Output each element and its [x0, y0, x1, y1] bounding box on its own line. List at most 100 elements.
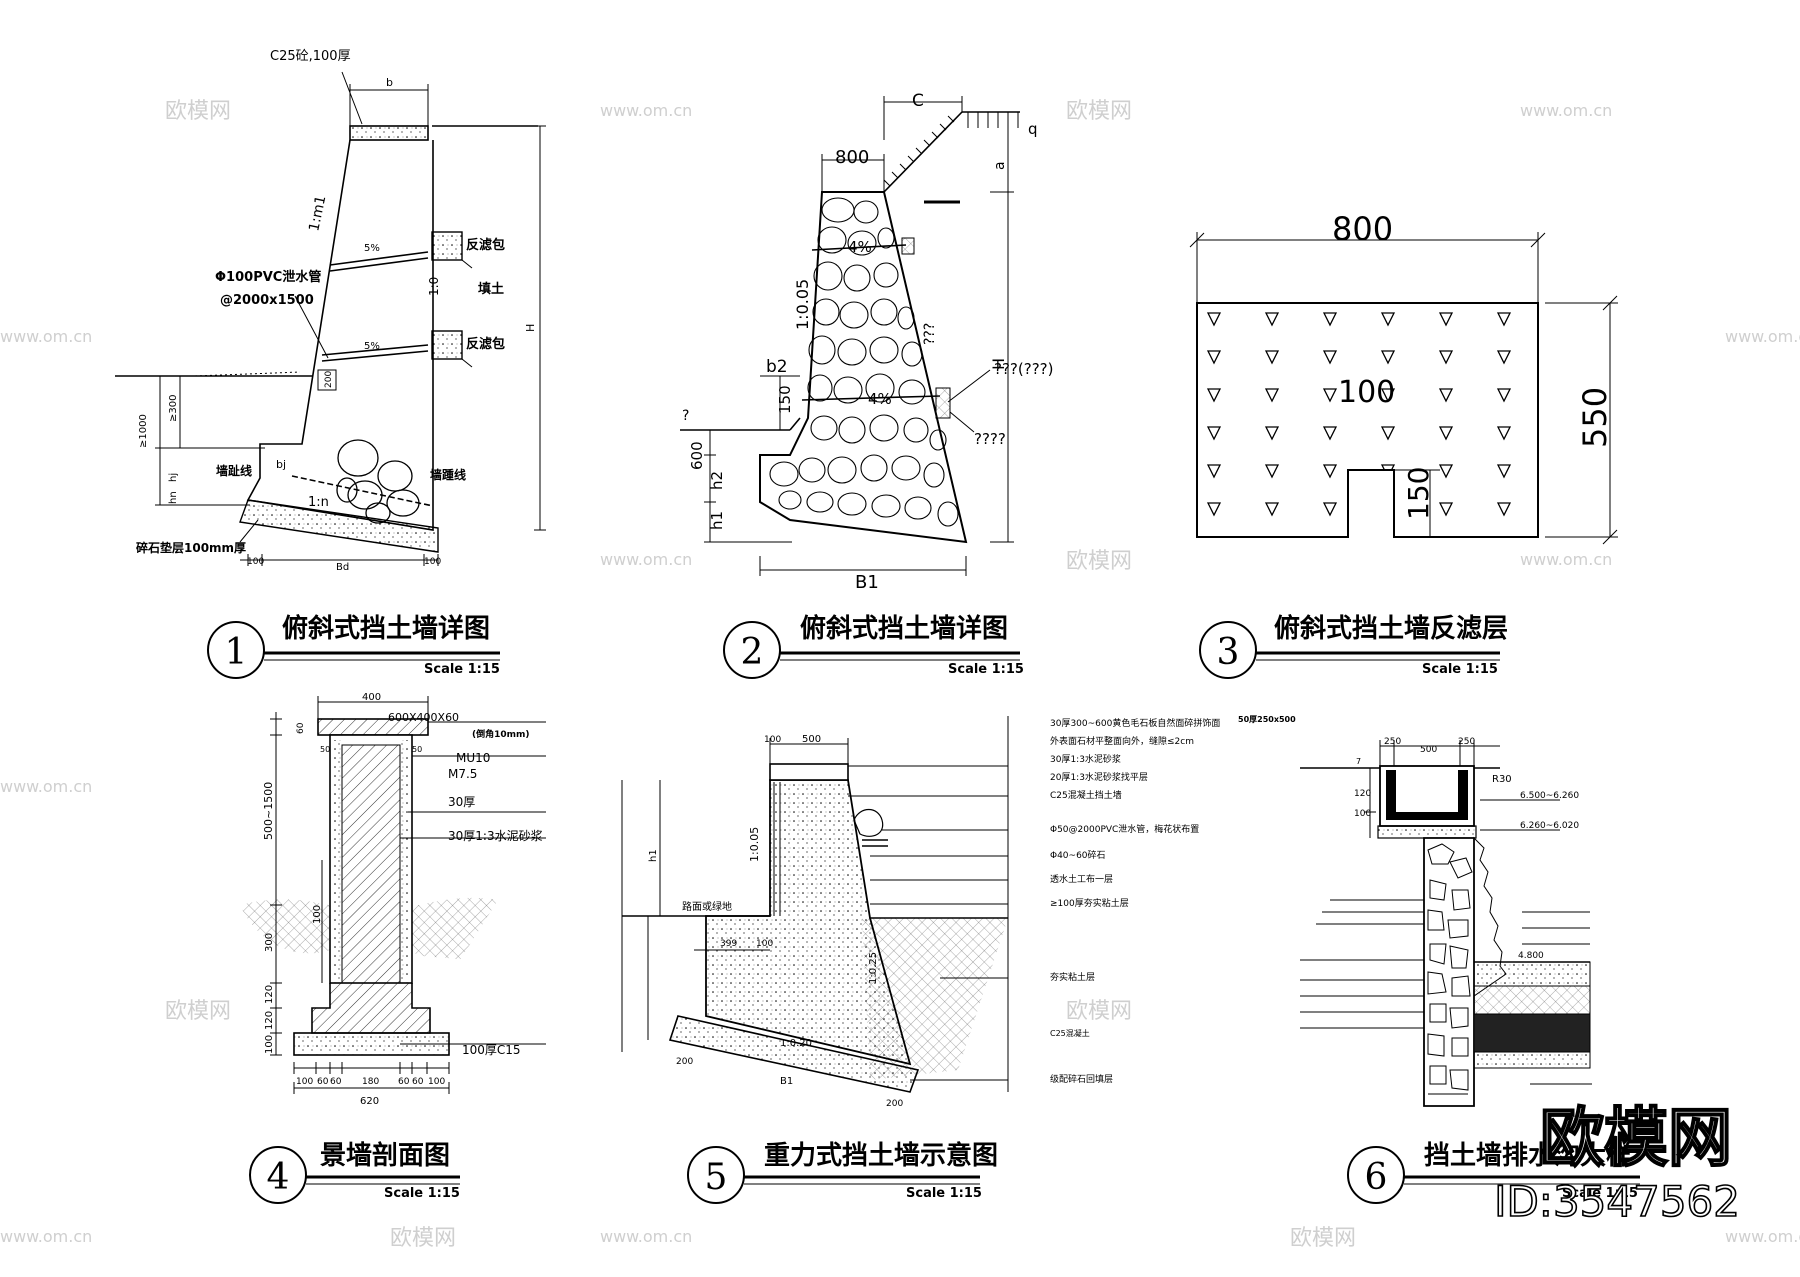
p5-note-3: 30厚1:3水泥砂浆 [1050, 753, 1121, 765]
p5-h1: h1 [648, 849, 659, 862]
p1-ratio: 1:0 [427, 277, 441, 296]
p2-qm: ? [682, 408, 689, 424]
p6-e1: 6.500~6.260 [1520, 791, 1579, 801]
p6-d7: 7 [1356, 757, 1361, 766]
p5-note-7: Φ40~60碎石 [1050, 849, 1106, 861]
p1-pct-2: 5% [364, 341, 380, 352]
brand-watermark-text: 欧模网 [1540, 1102, 1732, 1176]
watermark-brand: 欧模网 [1066, 549, 1132, 574]
title-number-2: 2 [741, 632, 764, 673]
p2-d600: 600 [688, 441, 706, 470]
watermark-brand: 欧模网 [390, 1226, 456, 1251]
p2-w800: 800 [835, 147, 869, 168]
p3-d100: 100 [1338, 375, 1395, 410]
title-number-5: 5 [705, 1157, 728, 1198]
p5-d200b: 200 [886, 1099, 903, 1109]
p4-d300: 300 [264, 933, 275, 952]
watermark-site: www.om.cn [600, 550, 692, 569]
p2-slope: 1:0.05 [793, 279, 812, 330]
scale-5: Scale 1:15 [906, 1186, 982, 1201]
p4-dim-2: 60 [330, 1077, 342, 1087]
p3-width: 800 [1332, 210, 1393, 248]
scale-3: Scale 1:15 [1422, 662, 1498, 677]
watermark-site: www.om.cn [600, 101, 692, 120]
p2-a: a [992, 161, 1008, 170]
panel-6-drawing: 50厚250x500 250 500 250 7 120 100 R30 6.5… [1238, 715, 1592, 1107]
p1-d100a: 100 [247, 557, 264, 567]
p1-hj: hj [168, 473, 179, 482]
p6-w250b: 250 [1458, 737, 1475, 747]
p5-note-9: ≥100厚夯实粘土层 [1050, 897, 1129, 909]
p1-d300: ≥300 [168, 395, 179, 422]
p4-capnote: (倒角10mm) [472, 728, 530, 740]
p1-H: H [524, 324, 537, 332]
p4-cap: 600X400X60 [388, 711, 459, 724]
p1-gravel: 碎石垫层100mm厚 [136, 540, 246, 555]
title-block-1: 1 俯斜式挡土墙详图 Scale 1:15 [207, 613, 500, 679]
p4-dim-0: 100 [296, 1077, 313, 1087]
watermark-site: www.om.cn [600, 1227, 692, 1246]
stone-pattern [769, 197, 959, 527]
watermark-site: www.om.cn [1725, 327, 1800, 346]
brand-watermark-id: ID:3547562 [1494, 1177, 1740, 1226]
title-number-3: 3 [1217, 632, 1240, 673]
watermark-brand: 欧模网 [1066, 999, 1132, 1024]
title-text-6: 挡土墙排水沟大样 [1424, 1140, 1632, 1171]
p5-note-5: C25混凝土挡土墙 [1050, 789, 1122, 801]
p2-C: C [912, 91, 924, 111]
p4-h1500: 500~1500 [262, 782, 275, 840]
scale-1: Scale 1:15 [424, 662, 500, 677]
title-text-2: 俯斜式挡土墙详图 [800, 613, 1008, 644]
p4-base: 100厚C15 [462, 1043, 521, 1057]
stone-wall [759, 191, 968, 544]
p5-d100b: 100 [756, 939, 773, 949]
p5-d200a: 200 [676, 1057, 693, 1067]
panel-4-drawing: 400 600X400X60 (倒角10mm) 60 50 50 MU10 M7… [240, 692, 546, 1107]
p1-slope-label: 1:m1 [306, 194, 329, 233]
p5-notes: 30厚300~600黄色毛石板自然面碎拼饰面 外表面石材平整面向外，缝隙≤2cm… [1050, 717, 1220, 1085]
p5-note-12: C25混凝土 [1050, 1028, 1090, 1038]
p3-d150: 150 [1402, 467, 1435, 520]
title-number-6: 6 [1365, 1157, 1388, 1198]
p1-filter-1: 反滤包 [466, 237, 505, 253]
p2-pct2: 4% [868, 390, 892, 408]
watermark-brand: 欧模网 [1066, 99, 1132, 124]
title-block-3: 3 俯斜式挡土墙反滤层 Scale 1:15 [1199, 613, 1508, 679]
title-block-5: 5 重力式挡土墙示意图 Scale 1:15 [687, 1140, 998, 1204]
watermark-site: www.om.cn [1725, 1227, 1800, 1246]
gravel-pad [239, 499, 439, 553]
p5-d399: 399 [720, 939, 737, 949]
p2-h2: h2 [708, 471, 726, 490]
p2-qqq: ??? [922, 323, 938, 345]
p4-dim-5: 60 [412, 1077, 424, 1087]
title-block-2: 2 俯斜式挡土墙详图 Scale 1:15 [723, 613, 1024, 679]
p2-q4: ???? [974, 430, 1006, 448]
watermark-brand: 欧模网 [165, 999, 231, 1024]
panel-2-drawing: C q 800 a 4% 1:0.05 ??? b2 150 H 4% ???(… [680, 91, 1053, 593]
p3-height: 550 [1576, 387, 1614, 448]
p4-d100b: 100 [264, 1035, 275, 1054]
watermark-site: www.om.cn [0, 327, 92, 346]
p1-b-label: b [386, 76, 393, 89]
p1-d100b: 100 [424, 557, 441, 567]
title-text-4: 景墙剖面图 [320, 1140, 450, 1171]
p4-dim-6: 100 [428, 1077, 445, 1087]
panel-5-drawing: 100 500 1:0.05 1:0.25 1:0.20 h1 路面或绿地 39… [621, 716, 1220, 1109]
p5-note-4: 20厚1:3水泥砂浆找平层 [1050, 771, 1148, 783]
title-number-4: 4 [267, 1157, 290, 1198]
watermark-brand: 欧模网 [165, 99, 231, 124]
panel-1-drawing: C25砼,100厚 b 1:m1 Φ100PVC泄水管 @2000x1500 5… [115, 49, 546, 573]
p5-slope3: 1:0.20 [780, 1038, 812, 1049]
p2-d150: 150 [776, 385, 794, 414]
p2-pct1: 4% [848, 238, 872, 256]
p1-pct-1: 5% [364, 243, 380, 254]
p5-note-11: 级配碎石回填层 [1050, 1073, 1113, 1085]
p6-d100: 100 [1354, 809, 1371, 819]
p1-toe: 墙趾线 [216, 463, 252, 478]
p2-b2: b2 [766, 357, 788, 377]
p6-top: 50厚250x500 [1238, 715, 1296, 724]
brand-watermark: 欧模网 ID:3547562 [1493, 1101, 1741, 1227]
p1-d1000: ≥1000 [138, 414, 149, 448]
p1-pipe-label-1: Φ100PVC泄水管 [215, 269, 321, 285]
